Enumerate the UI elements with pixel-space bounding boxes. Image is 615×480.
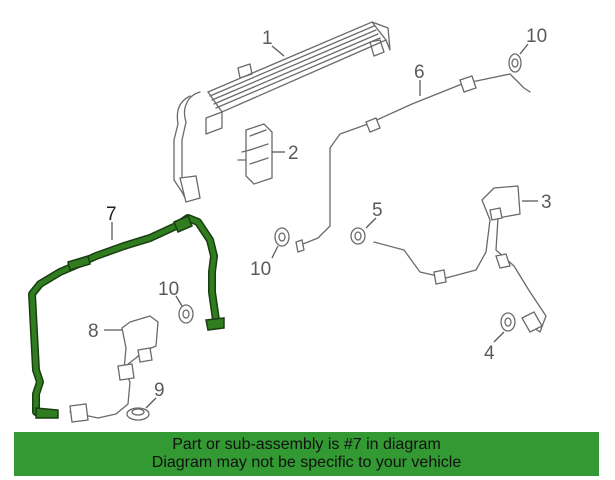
callout-10-upper-right[interactable]: 10 — [526, 26, 547, 47]
part-10-clip-left[interactable] — [178, 304, 194, 324]
callout-6[interactable]: 6 — [414, 62, 425, 83]
callout-2[interactable]: 2 — [288, 143, 299, 164]
callout-7[interactable]: 7 — [106, 204, 117, 225]
part-4-grommet[interactable] — [500, 312, 516, 332]
part-10-clip-center[interactable] — [274, 227, 290, 247]
part-7-cooler-hose[interactable] — [28, 214, 225, 419]
callout-10-left[interactable]: 10 — [158, 279, 179, 300]
part-8-cooler-line[interactable] — [69, 315, 159, 423]
parts-diagram: 1 2 3 4 5 6 7 8 9 10 10 10 — [28, 21, 552, 423]
callout-5[interactable]: 5 — [372, 200, 383, 221]
part-5-clip[interactable] — [350, 227, 366, 245]
info-banner: Part or sub-assembly is #7 in diagram Di… — [14, 432, 599, 476]
callout-3[interactable]: 3 — [541, 192, 552, 213]
part-9-grommet[interactable] — [126, 407, 150, 421]
part-6-cooler-line[interactable] — [295, 73, 531, 253]
callout-8[interactable]: 8 — [88, 321, 99, 342]
part-2-bracket[interactable] — [237, 123, 273, 185]
part-10-clip-upper-right[interactable] — [508, 53, 522, 73]
callout-9[interactable]: 9 — [154, 380, 165, 401]
callout-4[interactable]: 4 — [484, 343, 495, 364]
callout-1[interactable]: 1 — [262, 28, 273, 49]
banner-line-1: Part or sub-assembly is #7 in diagram — [172, 436, 441, 453]
part-3-cooler-line[interactable] — [373, 185, 547, 333]
banner-line-2: Diagram may not be specific to your vehi… — [151, 454, 462, 471]
callout-10-center[interactable]: 10 — [250, 259, 271, 280]
leader-lines — [104, 43, 538, 409]
part-1-oil-cooler[interactable] — [173, 21, 391, 203]
